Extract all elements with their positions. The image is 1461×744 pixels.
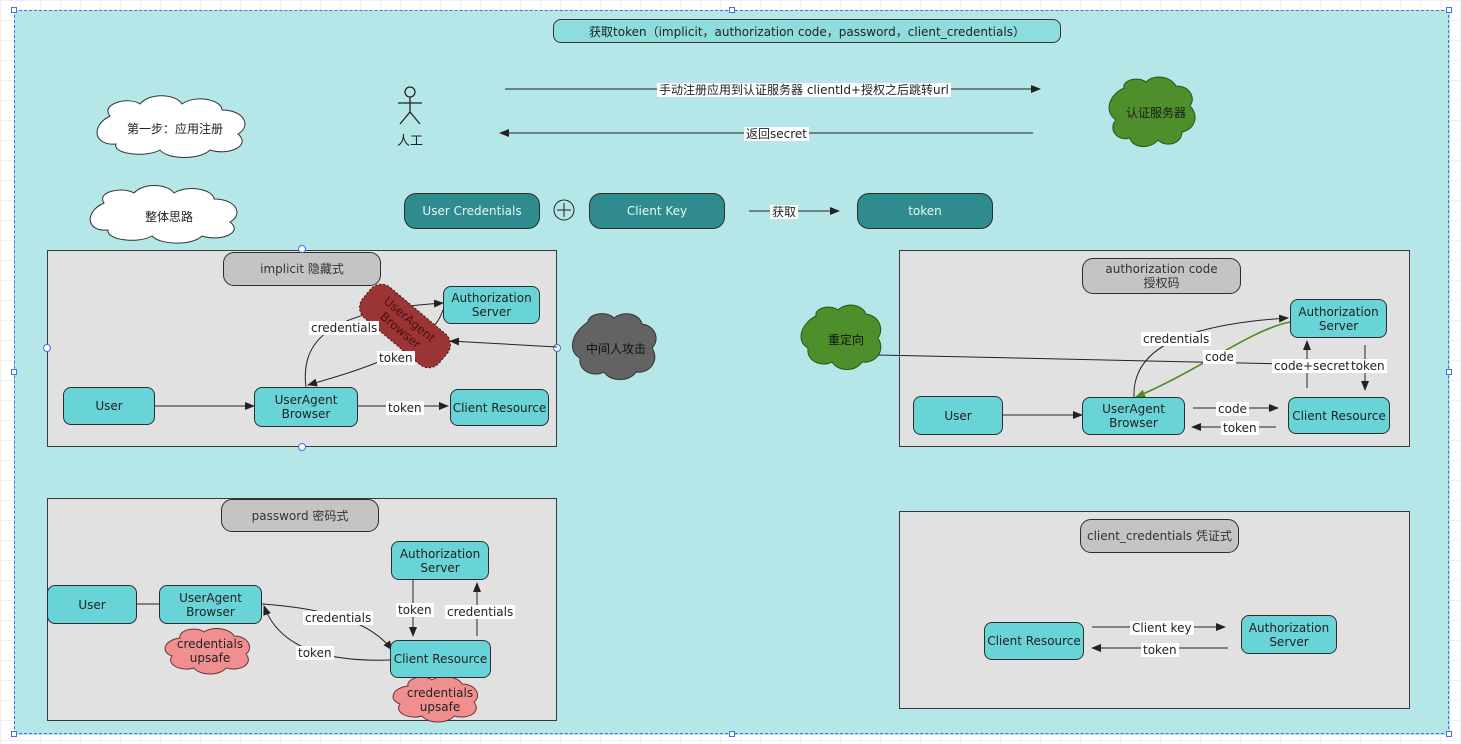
resize-handle[interactable] xyxy=(729,731,735,737)
password-browser-node[interactable]: UserAgent Browser xyxy=(159,585,262,624)
unsafe-cloud-1[interactable] xyxy=(164,628,250,675)
password-token-down-label: token xyxy=(396,603,434,617)
resize-handle[interactable] xyxy=(11,7,17,13)
resize-handle[interactable] xyxy=(11,731,17,737)
resize-handle[interactable] xyxy=(11,369,17,375)
password-credentials-right-label: credentials xyxy=(303,611,374,625)
cloud-overall[interactable] xyxy=(89,185,238,244)
authcode-token-left-label: token xyxy=(1221,421,1259,435)
authcode-auth-server-node[interactable]: Authorization Server xyxy=(1290,299,1387,338)
password-token-left-label: token xyxy=(296,646,334,660)
password-title[interactable]: password 密码式 xyxy=(221,499,379,532)
implicit-title[interactable]: implicit 隐藏式 xyxy=(223,252,381,286)
password-client-resource-node[interactable]: Client Resource xyxy=(390,640,491,678)
overall-cloud-label: 整体思路 xyxy=(144,210,193,224)
mitm-cloud-label: 中间人攻击 xyxy=(585,342,646,356)
authcode-code-secret-label: code+secret xyxy=(1272,359,1352,373)
return-secret-label: 返回secret xyxy=(744,127,809,141)
clientcred-client-resource-node[interactable]: Client Resource xyxy=(984,622,1084,660)
clientcred-token-label: token xyxy=(1141,643,1179,657)
cloud-step1[interactable] xyxy=(96,95,246,158)
resize-handle[interactable] xyxy=(729,7,735,13)
implicit-user-node[interactable]: User xyxy=(63,387,155,425)
password-user-node[interactable]: User xyxy=(47,585,137,624)
step1-cloud-label: 第一步：应用注册 xyxy=(126,122,223,136)
client-key-node[interactable]: Client Key xyxy=(589,193,725,229)
redirect-cloud-label: 重定向 xyxy=(827,333,864,347)
user-credentials-node[interactable]: User Credentials xyxy=(404,193,540,229)
implicit-browser-node[interactable]: UserAgent Browser xyxy=(254,387,358,427)
clientcred-auth-server-node[interactable]: Authorization Server xyxy=(1241,615,1337,654)
authcode-title-line1: authorization code xyxy=(1105,262,1218,276)
fake-browser-node[interactable] xyxy=(354,279,456,374)
authcode-code-right-label: code xyxy=(1216,402,1249,416)
implicit-token-right-label: token xyxy=(386,401,424,415)
edge-mitm[interactable] xyxy=(449,337,558,348)
unsafe-cloud-1-label: credentials upsafe xyxy=(176,637,244,665)
mitm-cloud[interactable] xyxy=(572,313,657,380)
unsafe-cloud-2-label: credentials upsafe xyxy=(406,686,474,714)
clientcred-title[interactable]: client_credentials 凭证式 xyxy=(1080,519,1239,553)
authcode-client-resource-node[interactable]: Client Resource xyxy=(1288,397,1390,434)
auth-server-cloud-label: 认证服务器 xyxy=(1125,106,1186,120)
unsafe-cloud-2[interactable] xyxy=(392,676,478,723)
actor-icon[interactable] xyxy=(398,86,422,125)
resize-handle[interactable] xyxy=(1446,369,1452,375)
resize-handle[interactable] xyxy=(1446,7,1452,13)
authcode-token-down-label: token xyxy=(1349,359,1387,373)
clientcred-client-key-label: Client key xyxy=(1130,621,1194,635)
authcode-title[interactable]: authorization code 授权码 xyxy=(1082,258,1241,294)
password-auth-server-node[interactable]: Authorization Server xyxy=(391,541,489,580)
actor-label: 人工 xyxy=(396,134,423,149)
page-title[interactable]: 获取token（implicit，authorization code，pass… xyxy=(553,19,1061,43)
register-label: 手动注册应用到认证服务器 clientId+授权之后跳转url xyxy=(657,83,951,97)
implicit-client-resource-node[interactable]: Client Resource xyxy=(450,389,549,426)
authcode-title-line2: 授权码 xyxy=(1143,276,1180,290)
implicit-auth-server-node[interactable]: Authorization Server xyxy=(443,286,540,324)
implicit-token-up-label: token xyxy=(377,351,415,365)
authcode-browser-node[interactable]: UserAgent Browser xyxy=(1082,397,1185,435)
token-node[interactable]: token xyxy=(857,193,993,229)
password-credentials-up-label: credentials xyxy=(445,605,516,619)
auth-server-cloud[interactable] xyxy=(1108,76,1196,147)
authcode-user-node[interactable]: User xyxy=(913,396,1003,435)
get-label: 获取 xyxy=(770,205,799,219)
implicit-credentials-label: credentials xyxy=(309,321,380,335)
authcode-code-green-label: code xyxy=(1203,350,1236,364)
plus-icon xyxy=(553,199,575,221)
authcode-credentials-label: credentials xyxy=(1141,332,1212,346)
resize-handle[interactable] xyxy=(1446,731,1452,737)
